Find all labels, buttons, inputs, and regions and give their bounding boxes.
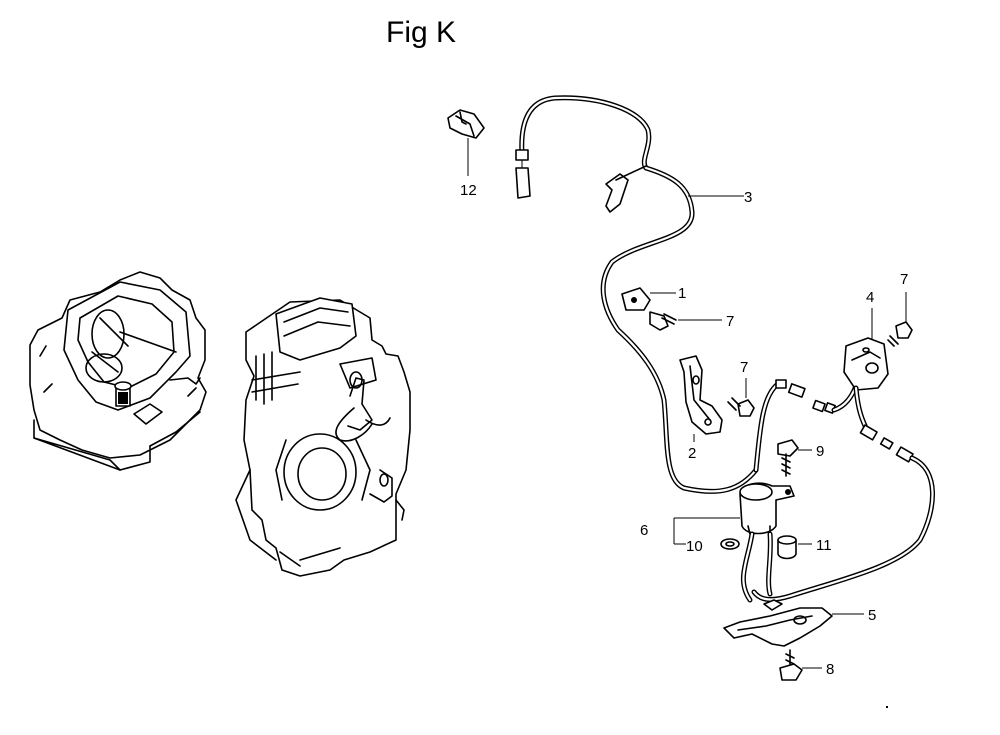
part-11-collar: 11 (777, 535, 832, 560)
engine-front-view (235, 297, 411, 577)
callout-7a: 7 (726, 313, 734, 330)
part-7-screw-b: 7 (727, 359, 755, 417)
part-7-screw-c: 7 (887, 271, 913, 347)
part-4-unit: 4 (843, 289, 914, 463)
callout-10: 10 (686, 538, 703, 555)
part-7-screw-a: 7 (649, 311, 734, 331)
connector-wire (753, 379, 859, 473)
callout-5: 5 (868, 607, 876, 624)
part-10-washer: 10 (686, 538, 740, 555)
part-9-bolt: 9 (777, 439, 824, 477)
callout-11: 11 (816, 537, 832, 554)
callout-4: 4 (866, 289, 874, 306)
part-8-screw: 8 (779, 649, 834, 681)
callout-9: 9 (816, 443, 824, 460)
callout-2: 2 (688, 445, 696, 462)
callout-7c: 7 (900, 271, 908, 288)
callout-3: 3 (744, 189, 752, 206)
callout-1: 1 (678, 285, 686, 302)
part-2-bracket: 2 (679, 355, 723, 462)
part-12-clip: 12 (447, 109, 485, 199)
part-3-wire-harness: 3 (515, 95, 759, 494)
callout-8: 8 (826, 661, 834, 678)
callout-12: 12 (460, 182, 477, 199)
callout-6: 6 (640, 522, 648, 539)
part-5-plate: 5 (723, 599, 876, 647)
part-1-grommet: 1 (621, 285, 686, 311)
ground-wire (751, 455, 936, 602)
part-6-sensor: 6 (640, 482, 795, 603)
callout-7b: 7 (740, 359, 748, 376)
figure-title: Fig K (386, 16, 457, 49)
speck (886, 706, 888, 708)
engine-rear-view (29, 271, 207, 471)
